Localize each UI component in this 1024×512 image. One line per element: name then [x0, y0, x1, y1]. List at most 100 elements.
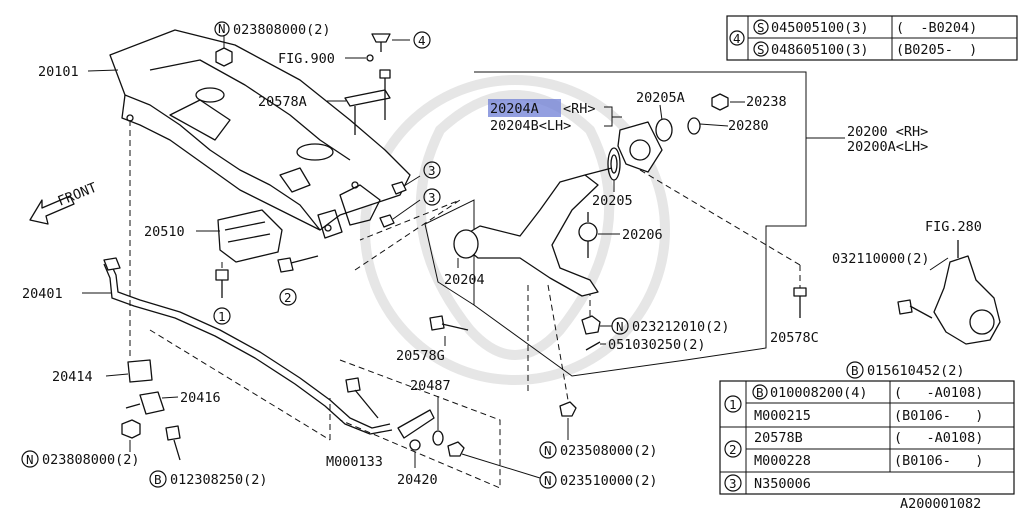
bracket-20510-part[interactable] [217, 209, 283, 263]
table-top-row1-part[interactable]: 045005100(3) [771, 20, 869, 36]
bolt-015610452-part[interactable] [897, 299, 933, 319]
bolt-20578C-part[interactable] [793, 287, 807, 318]
table-bottom-row4-range: (B0106- ) [894, 453, 983, 469]
part-label-M000133[interactable]: M000133 [326, 454, 383, 470]
bushing-20414-part[interactable] [127, 359, 153, 383]
table-bottom-row4-part[interactable]: M000228 [754, 453, 811, 469]
bolt-20578G-part[interactable] [429, 315, 469, 331]
fig-280-link[interactable]: FIG.280 [925, 219, 982, 235]
callout-1-text-a: 1 [218, 309, 226, 324]
washer-20487-part[interactable] [432, 430, 444, 446]
highlight-20204A [488, 99, 561, 117]
bolt-4-part[interactable] [371, 33, 391, 52]
part-label-023510000[interactable]: 023510000(2) [560, 473, 658, 489]
part-label-032110000[interactable]: 032110000(2) [832, 251, 930, 267]
nut-023212010-part[interactable] [581, 315, 601, 335]
part-label-023808000-bottom[interactable]: 023808000(2) [42, 452, 140, 468]
n-prefix-icon-023508000 [539, 441, 557, 459]
table-bottom-row1-part[interactable]: 010008200(4) [770, 385, 868, 401]
washer-20280-part[interactable] [687, 117, 701, 135]
table-bottom-ref-3: 3 [729, 476, 737, 491]
ball-joint-20206-part[interactable] [578, 212, 598, 258]
part-label-012308250[interactable]: 012308250(2) [170, 472, 268, 488]
part-label-20204[interactable]: 20204 [444, 272, 485, 288]
n-prefix-icon-023510000 [539, 471, 557, 489]
n-prefix-icon-bottom [21, 450, 39, 468]
link-20420-part[interactable] [397, 409, 435, 451]
part-label-20204B[interactable]: 20204B<LH> [490, 118, 571, 134]
b-prefix-text-012308250: B [154, 472, 162, 487]
part-label-20205[interactable]: 20205 [592, 193, 633, 209]
nut-3-part[interactable] [379, 181, 407, 228]
knuckle-part[interactable] [933, 240, 1001, 345]
callout-2-text-a: 2 [284, 290, 292, 305]
part-label-20401[interactable]: 20401 [22, 286, 63, 302]
fig-900-link[interactable]: FIG.900 [278, 51, 335, 67]
table-bottom-row2-range: (B0106- ) [894, 408, 983, 424]
part-label-20200A[interactable]: 20200A<LH> [847, 139, 928, 155]
part-label-20414[interactable]: 20414 [52, 369, 93, 385]
part-label-20420[interactable]: 20420 [397, 472, 438, 488]
part-label-20200[interactable]: 20200 <RH> [847, 124, 928, 140]
part-label-20204A-side: <RH> [563, 101, 596, 117]
nut-023510000-part[interactable] [447, 441, 465, 457]
reference-table-bottom: 1 B 010008200(4) ( -A0108) M000215 (B010… [719, 380, 1015, 495]
part-label-20578G[interactable]: 20578G [396, 348, 445, 364]
stabilizer-bar-part[interactable] [103, 257, 393, 435]
part-label-023808000-top[interactable]: 023808000(2) [233, 22, 331, 38]
bracket-20578A-part[interactable] [344, 69, 391, 135]
bolt-1-part[interactable] [215, 269, 229, 298]
bracket-20416-part[interactable] [125, 391, 165, 415]
callout-3-text-b: 3 [428, 190, 436, 205]
callout-3-text-a: 3 [428, 163, 436, 178]
n-prefix-icon-023212010 [611, 317, 629, 335]
part-label-023508000[interactable]: 023508000(2) [560, 443, 658, 459]
table-bottom-row3-range: ( -A0108) [894, 430, 983, 446]
part-label-20204A[interactable]: 20204A [490, 101, 539, 117]
table-bottom-ref-2: 2 [729, 442, 737, 457]
part-label-20416[interactable]: 20416 [180, 390, 221, 406]
part-label-20101[interactable]: 20101 [38, 64, 79, 80]
b-prefix-icon-012308250 [149, 470, 167, 488]
front-label: FRONT [56, 180, 100, 210]
n-prefix-text-023508000: N [544, 443, 552, 458]
part-label-20578A[interactable]: 20578A [258, 94, 307, 110]
nut-20238-part[interactable] [711, 93, 729, 111]
callout-3-icon-b [423, 188, 441, 206]
part-label-20238[interactable]: 20238 [746, 94, 787, 110]
bushing-20205-part[interactable] [607, 147, 621, 181]
bolt-012308250-part[interactable] [165, 425, 181, 461]
n-prefix-text: N [218, 21, 226, 36]
cotter-pin-051030250-part[interactable] [585, 341, 601, 351]
crossmember-part[interactable] [109, 29, 411, 239]
nut-023508000-part[interactable] [559, 401, 577, 417]
part-label-20206[interactable]: 20206 [622, 227, 663, 243]
part-label-20280[interactable]: 20280 [728, 118, 769, 134]
arm-assembly-outline [424, 71, 807, 377]
part-label-20205A[interactable]: 20205A [636, 90, 685, 106]
part-label-051030250[interactable]: 051030250(2) [608, 337, 706, 353]
bolt-2-part[interactable] [277, 255, 319, 273]
part-label-20578C[interactable]: 20578C [770, 330, 819, 346]
table-bottom-row2-part[interactable]: M000215 [754, 408, 811, 424]
part-label-20487[interactable]: 20487 [410, 378, 451, 394]
part-label-20510[interactable]: 20510 [144, 224, 185, 240]
nut-bottom-part[interactable] [121, 419, 141, 439]
table-top-ref: 4 [733, 31, 741, 46]
table-bottom-row1-range: ( -A0108) [894, 385, 983, 401]
lower-arm-part[interactable] [453, 167, 613, 297]
bolt-M000133-part[interactable] [345, 377, 379, 419]
table-top-row2-part[interactable]: 048605100(3) [771, 42, 869, 58]
part-label-015610452[interactable]: 015610452(2) [867, 363, 965, 379]
callout-4-icon [413, 31, 431, 49]
callout-1-icon [213, 307, 231, 325]
table-bottom-row1-prefix: B [756, 385, 764, 400]
part-label-023212010[interactable]: 023212010(2) [632, 319, 730, 335]
table-bottom-row3-part[interactable]: 20578B [754, 430, 803, 446]
washer-20205A-part[interactable] [655, 118, 673, 142]
n-prefix-text-023510000: N [544, 473, 552, 488]
table-bottom-row5-part[interactable]: N350006 [754, 476, 811, 492]
bushing-20205A-part[interactable] [617, 121, 663, 173]
nut-top-part[interactable] [215, 35, 233, 67]
